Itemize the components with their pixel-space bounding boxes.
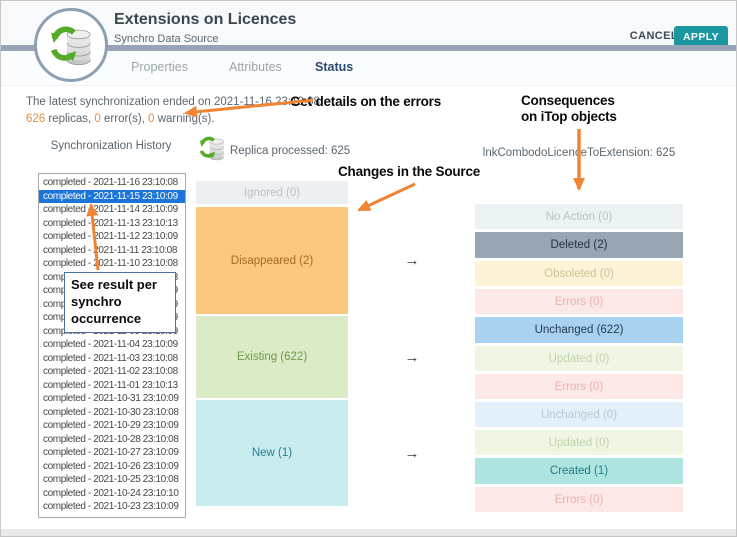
history-item[interactable]: completed - 2021-10-31 23:10:09 <box>43 393 179 404</box>
annotation-consequences: Consequences on iTop objects <box>521 93 617 125</box>
history-item[interactable]: completed - 2021-10-24 23:10:10 <box>43 487 179 499</box>
history-item[interactable]: completed - 2021-11-03 23:10:08 <box>43 352 178 364</box>
annotation-consequences-line2: on iTop objects <box>521 109 617 124</box>
target-block-errors-0: Errors (0) <box>475 487 683 512</box>
summary-line1: The latest synchronization ended on 2021… <box>26 96 324 108</box>
history-item[interactable]: completed - 2021-10-23 23:10:09 <box>43 501 179 512</box>
target-block-updated-0: Updated (0) <box>475 346 683 371</box>
source-block-new-1[interactable]: New (1) <box>196 400 348 506</box>
annotation-changes-in-source: Changes in the Source <box>338 164 481 179</box>
replicas-count: 626 <box>26 113 46 125</box>
target-block-unchanged-622[interactable]: Unchanged (622) <box>475 317 683 343</box>
header <box>1 1 736 45</box>
source-block-disappeared-2[interactable]: Disappeared (2) <box>196 207 348 314</box>
history-item[interactable]: completed - 2021-10-29 23:10:09 <box>43 420 179 431</box>
annotation-get-details: Get details on the errors <box>290 94 442 109</box>
source-block-ignored-0: Ignored (0) <box>196 181 348 204</box>
cancel-button[interactable]: CANCEL <box>624 29 684 43</box>
source-block-existing-622[interactable]: Existing (622) <box>196 316 348 398</box>
flow-arrow-icon: → <box>404 445 420 462</box>
history-item[interactable]: completed - 2021-10-28 23:10:08 <box>43 433 179 445</box>
history-item[interactable]: completed - 2021-10-26 23:10:09 <box>43 460 179 472</box>
flow-arrow-icon: → <box>404 349 420 366</box>
annotation-see-result-line3: occurrence <box>71 311 142 326</box>
replicas-text: replicas, <box>45 113 95 125</box>
apply-button[interactable]: APPLY <box>673 26 728 48</box>
target-block-deleted-2[interactable]: Deleted (2) <box>475 232 683 258</box>
sync-datasource-icon <box>34 8 108 82</box>
target-block-errors-0: Errors (0) <box>475 374 683 399</box>
history-item[interactable]: completed - 2021-11-13 23:10:13 <box>43 217 178 229</box>
history-item[interactable]: completed - 2021-11-11 23:10:08 <box>43 244 177 256</box>
history-item[interactable]: completed - 2021-11-12 23:10:09 <box>43 231 178 242</box>
annotation-see-result-box: See result per synchro occurrence <box>64 272 176 333</box>
target-class-header: lnkCombodoLicenceToExtension: 625 <box>482 147 676 159</box>
history-item[interactable]: completed - 2021-11-15 23:10:09 <box>39 189 185 203</box>
sync-summary: The latest synchronization ended on 2021… <box>26 94 323 128</box>
history-item[interactable]: completed - 2021-10-27 23:10:09 <box>43 447 179 458</box>
replica-header-label: Replica processed: 625 <box>230 144 351 157</box>
history-title: Synchronization History <box>50 140 172 152</box>
history-item[interactable]: completed - 2021-11-14 23:10:09 <box>43 204 178 215</box>
errors-text: error(s), <box>100 113 149 125</box>
warnings-count: 0 <box>148 113 155 125</box>
history-item[interactable]: completed - 2021-11-16 23:10:08 <box>43 177 178 188</box>
tab-properties[interactable]: Properties <box>131 60 188 74</box>
tab-attributes[interactable]: Attributes <box>229 60 282 74</box>
target-block-created-1[interactable]: Created (1) <box>475 458 683 484</box>
history-item[interactable]: completed - 2021-11-10 23:10:08 <box>43 258 178 269</box>
target-block-updated-0: Updated (0) <box>475 430 683 455</box>
history-item[interactable]: completed - 2021-11-02 23:10:08 <box>43 366 178 377</box>
summary-line2: 626 replicas, 0 error(s), 0 warning(s). <box>26 111 323 128</box>
errors-count: 0 <box>94 113 101 125</box>
target-block-no-action-0: No Action (0) <box>475 204 683 229</box>
target-block-obsoleted-0: Obsoleted (0) <box>475 261 683 286</box>
warnings-text: warning(s). <box>154 113 215 125</box>
replica-header: Replica processed: 625 <box>198 134 350 167</box>
annotation-see-result-line2: synchro <box>71 294 122 309</box>
page-subtitle: Synchro Data Source <box>114 33 219 45</box>
history-item[interactable]: completed - 2021-10-30 23:10:08 <box>43 406 179 418</box>
tab-status[interactable]: Status <box>315 60 354 74</box>
flow-arrow-icon: → <box>404 252 420 269</box>
page-title: Extensions on Licences <box>114 11 297 28</box>
target-block-errors-0: Errors (0) <box>475 289 683 314</box>
annotation-consequences-line1: Consequences <box>521 93 615 108</box>
header-divider <box>1 45 736 51</box>
replica-icon <box>198 134 226 167</box>
history-item[interactable]: completed - 2021-11-01 23:10:13 <box>43 379 178 391</box>
target-block-unchanged-0: Unchanged (0) <box>475 402 683 427</box>
history-item[interactable]: completed - 2021-10-25 23:10:08 <box>43 474 179 485</box>
tabs-bar <box>1 51 736 86</box>
footer-band <box>1 529 736 536</box>
history-item[interactable]: completed - 2021-11-04 23:10:09 <box>43 339 178 350</box>
annotation-see-result-line1: See result per <box>71 277 157 292</box>
